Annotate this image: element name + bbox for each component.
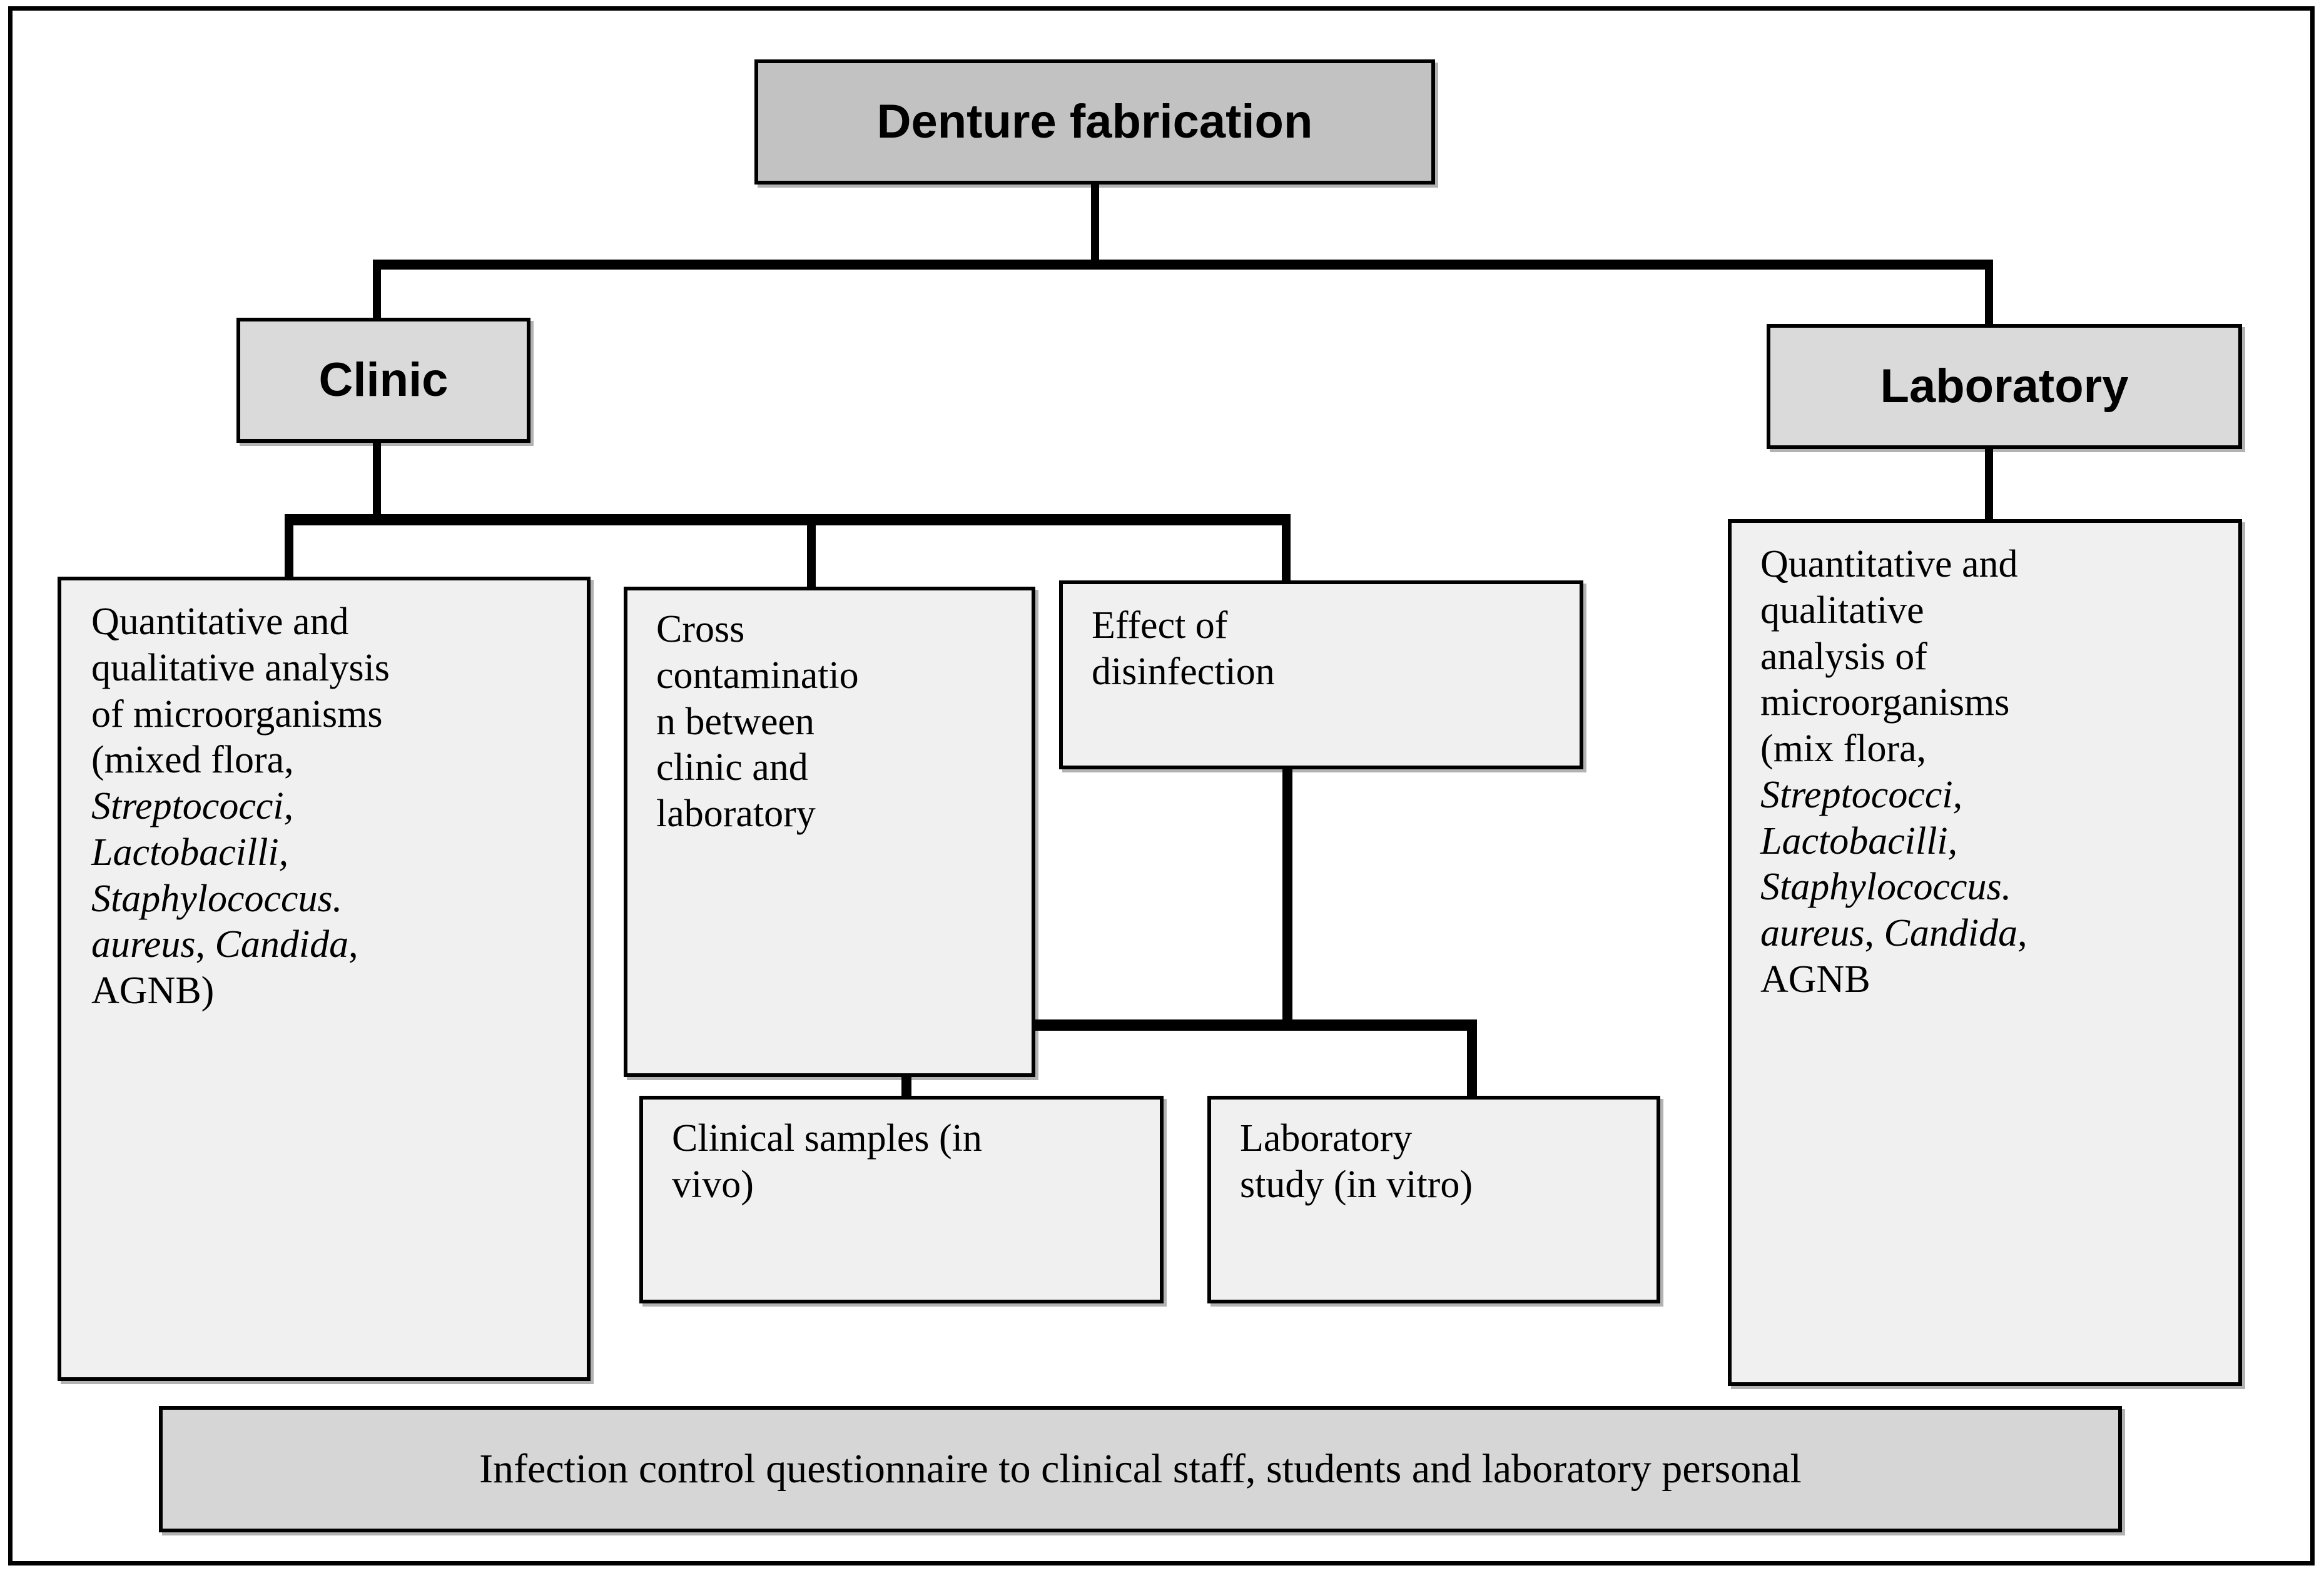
cross-line-5: laboratory [656,792,816,836]
clinic-analysis-line-3: of microorganisms [91,692,383,736]
node-denture-fabrication-label: Denture fabrication [876,95,1313,148]
disinfection-line-2: disinfection [1092,650,1275,693]
invivo-line-2: vivo) [672,1163,754,1206]
invitro-line-1: Laboratory [1240,1117,1413,1160]
connector-bus-to-invitro [1467,1019,1477,1101]
connector-disinfection-stem [1282,769,1292,1023]
connector-clinic-bus-to-disinfection [1282,514,1291,585]
connector-clinic-stem [373,443,381,519]
clinic-analysis-italic-2: Lactobacilli, [91,831,289,874]
lab-analysis-sep-1: , [1864,912,1884,955]
node-clinic-label: Clinic [318,353,449,407]
lab-analysis-line-1: Quantitative and [1760,543,2018,585]
connector-clinic-bus-to-analysis [285,514,293,582]
connector-bus-to-clinic [373,260,381,322]
invivo-line-1: Clinical samples (in [672,1117,982,1160]
lab-analysis-line-3: analysis of [1760,635,1927,678]
connector-laboratory-stem [1985,449,1993,524]
connector-bus-to-laboratory [1985,260,1993,328]
clinic-analysis-line-5: AGNB) [91,969,215,1013]
lab-analysis-sep-2: , [2017,912,2027,955]
node-denture-fabrication[interactable]: Denture fabrication [754,59,1435,185]
clinic-analysis-sep-2: , [348,923,358,966]
clinic-analysis-italic-1: Streptococci, [91,785,294,828]
lab-analysis-italic-4: aureus [1760,912,1865,955]
connector-clinic-bus-to-cross [807,514,816,592]
node-laboratory-label: Laboratory [1880,360,2129,413]
lab-analysis-line-6: AGNB [1760,958,1870,1001]
clinic-analysis-line-2: qualitative analysis [91,646,390,689]
clinic-analysis-italic-3: Staphylococcus. [91,877,343,920]
connector-clinic-bus [285,514,1291,525]
node-laboratory[interactable]: Laboratory [1767,324,2242,449]
lab-analysis-line-4: microorganisms [1760,681,2010,724]
node-infection-control-questionnaire[interactable]: Infection control questionnaire to clini… [159,1406,2122,1532]
connector-root-stem [1091,185,1099,265]
lab-analysis-line-5: (mix flora, [1760,727,1927,771]
lab-analysis-line-2: qualitative [1760,589,1924,632]
cross-line-4: clinic and [656,746,808,789]
cross-line-1: Cross [656,608,745,650]
lab-analysis-italic-5: Candida [1884,912,2018,955]
cross-line-3: n between [656,700,815,743]
lab-analysis-italic-2: Lactobacilli, [1760,819,1958,862]
node-clinic[interactable]: Clinic [236,318,530,443]
clinic-analysis-line-1: Quantitative and [91,600,349,643]
clinic-analysis-italic-4: aureus [91,923,196,966]
cross-line-2: contaminatio [656,654,859,697]
lab-analysis-italic-3: Staphylococcus. [1760,866,2012,909]
clinic-analysis-line-4: (mixed flora, [91,739,294,782]
connector-level1-bus [373,260,1993,270]
lab-analysis-italic-1: Streptococci, [1760,773,1963,816]
clinic-analysis-italic-5: Candida [215,923,349,966]
node-infection-control-questionnaire-label: Infection control questionnaire to clini… [479,1446,1802,1492]
clinic-analysis-sep-1: , [195,923,215,966]
connector-disinfection-bus [901,1019,1477,1031]
disinfection-line-1: Effect of [1092,604,1228,647]
invitro-line-2: study (in vitro) [1240,1163,1473,1206]
diagram-outer-frame [8,6,2315,1565]
